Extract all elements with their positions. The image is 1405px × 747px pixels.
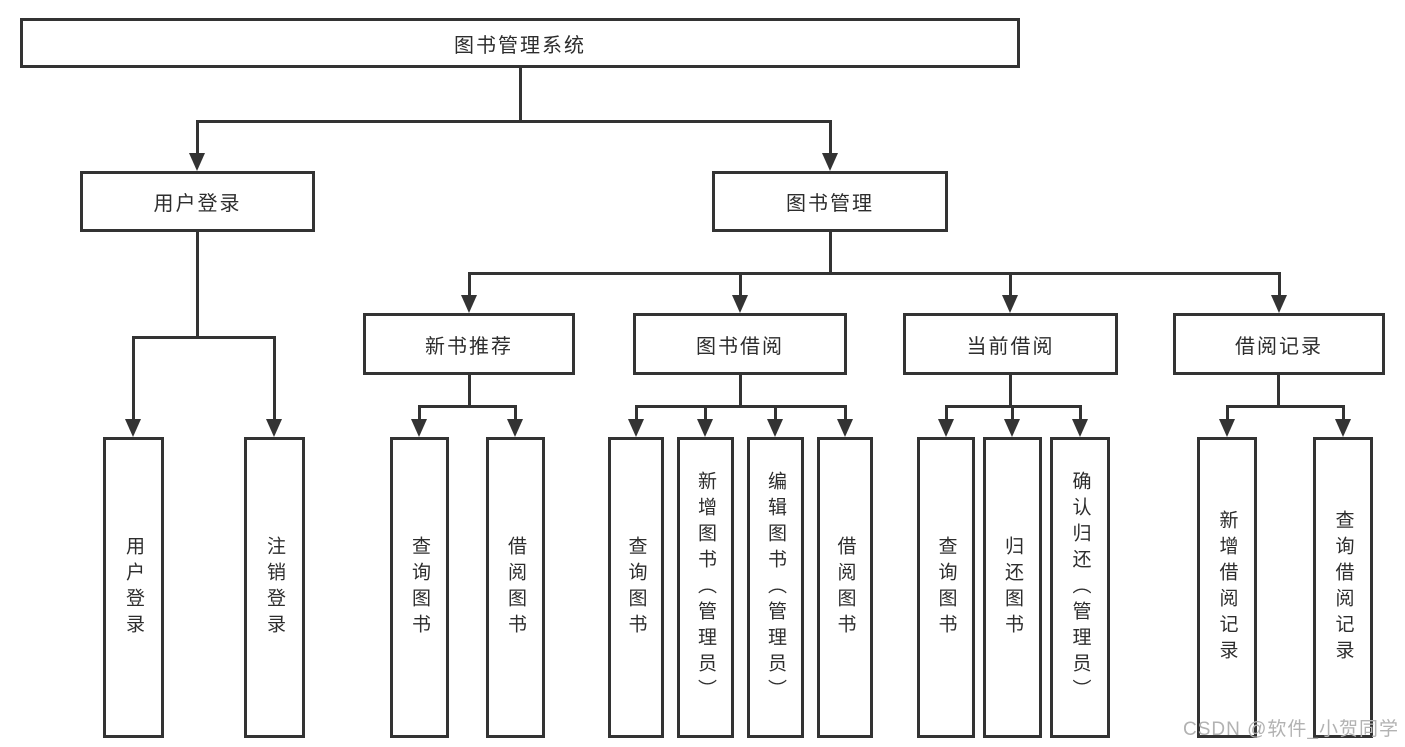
leaf-user-login: 用户登录 <box>103 437 164 738</box>
fork-new-book-drop-line <box>513 405 517 421</box>
fork-user-login-bar <box>131 336 276 339</box>
arrow-down-icon <box>189 153 205 171</box>
arrow-down-icon <box>1219 419 1235 437</box>
arrow-down-icon <box>822 153 838 171</box>
fork-book-borrowing-drop-line <box>773 405 777 421</box>
node-book-management: 图书管理 <box>712 171 948 232</box>
leaf-query-books-current: 查询图书 <box>917 437 975 738</box>
fork-current-borrowing-drop-line <box>1010 405 1014 421</box>
arrow-down-icon <box>1335 419 1351 437</box>
fork-book-management-drop-line <box>1277 272 1281 297</box>
fork-current-borrowing-drop-line <box>944 405 948 421</box>
fork-book-borrowing-drop-line <box>634 405 638 421</box>
arrow-down-icon <box>461 295 477 313</box>
fork-book-borrowing-bar <box>634 405 847 408</box>
arrow-down-icon <box>411 419 427 437</box>
leaf-query-borrow-record: 查询借阅记录 <box>1313 437 1373 738</box>
fork-book-borrowing-stem <box>738 375 742 408</box>
fork-user-login-drop-line <box>131 336 135 421</box>
node-user-login: 用户登录 <box>80 171 315 232</box>
arrow-down-icon <box>1072 419 1088 437</box>
arrow-down-icon <box>628 419 644 437</box>
fork-new-book-stem <box>467 375 471 408</box>
node-book-borrowing: 图书借阅 <box>633 313 847 375</box>
fork-root-stem <box>518 68 522 123</box>
leaf-confirm-return-admin: 确认归还（管理员） <box>1050 437 1110 738</box>
csdn-watermark: CSDN @软件_小贺同学 <box>1183 719 1399 740</box>
fork-new-book-drop-line <box>417 405 421 421</box>
arrow-down-icon <box>697 419 713 437</box>
fork-root-drop-line <box>195 120 199 155</box>
leaf-borrow-books-borrowing: 借阅图书 <box>817 437 873 738</box>
fork-book-borrowing-drop-line <box>843 405 847 421</box>
fork-user-login-drop-line <box>272 336 276 421</box>
arrow-down-icon <box>767 419 783 437</box>
leaf-query-books-recommend: 查询图书 <box>390 437 449 738</box>
fork-new-book-bar <box>417 405 517 408</box>
node-root-library-system: 图书管理系统 <box>20 18 1020 68</box>
leaf-borrow-books-recommend: 借阅图书 <box>486 437 545 738</box>
arrow-down-icon <box>1004 419 1020 437</box>
fork-borrowing-records-stem <box>1276 375 1280 408</box>
fork-book-management-stem <box>828 232 832 275</box>
arrow-down-icon <box>266 419 282 437</box>
fork-borrowing-records-drop-line <box>1341 405 1345 421</box>
fork-book-management-drop-line <box>1008 272 1012 297</box>
arrow-down-icon <box>938 419 954 437</box>
leaf-query-books-borrowing: 查询图书 <box>608 437 664 738</box>
leaf-return-books: 归还图书 <box>983 437 1042 738</box>
fork-current-borrowing-stem <box>1008 375 1012 408</box>
fork-user-login-stem <box>195 232 199 339</box>
arrow-down-icon <box>507 419 523 437</box>
leaf-logout: 注销登录 <box>244 437 305 738</box>
fork-book-management-bar <box>467 272 1281 275</box>
node-new-book-recommend: 新书推荐 <box>363 313 575 375</box>
fork-book-management-drop-line <box>738 272 742 297</box>
fork-borrowing-records-bar <box>1225 405 1345 408</box>
arrow-down-icon <box>1271 295 1287 313</box>
fork-book-borrowing-drop-line <box>703 405 707 421</box>
node-current-borrowing: 当前借阅 <box>903 313 1118 375</box>
arrow-down-icon <box>1002 295 1018 313</box>
fork-book-management-drop-line <box>467 272 471 297</box>
arrow-down-icon <box>125 419 141 437</box>
fork-borrowing-records-drop-line <box>1225 405 1229 421</box>
fork-current-borrowing-drop-line <box>1078 405 1082 421</box>
leaf-edit-books-admin: 编辑图书（管理员） <box>747 437 804 738</box>
leaf-add-books-admin: 新增图书（管理员） <box>677 437 734 738</box>
fork-root-drop-line <box>828 120 832 155</box>
fork-root-bar <box>195 120 832 123</box>
node-borrowing-records: 借阅记录 <box>1173 313 1385 375</box>
arrow-down-icon <box>837 419 853 437</box>
leaf-add-borrow-record: 新增借阅记录 <box>1197 437 1257 738</box>
arrow-down-icon <box>732 295 748 313</box>
